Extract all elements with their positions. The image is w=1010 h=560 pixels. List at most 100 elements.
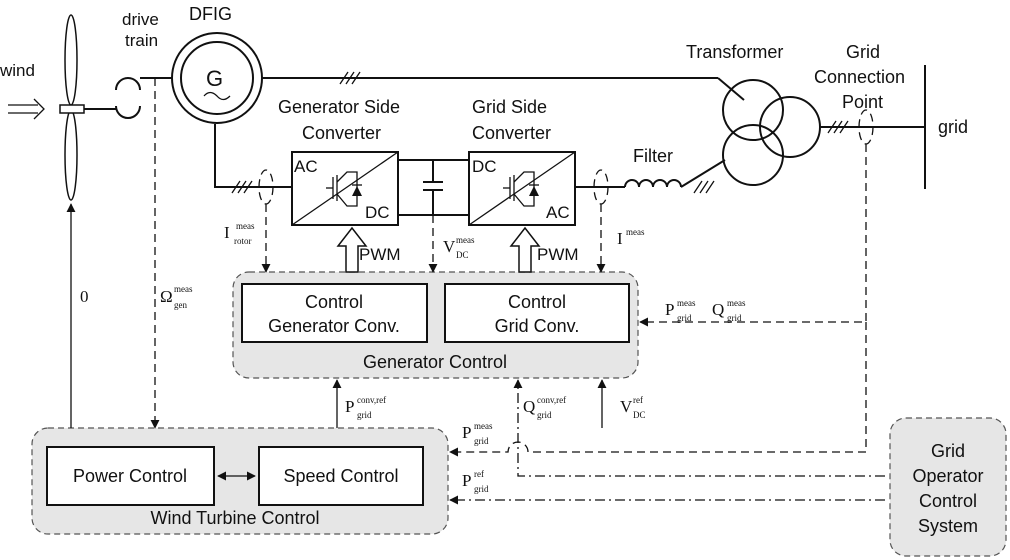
svg-text:meas: meas [236, 221, 255, 231]
pwm-arrow-left [336, 226, 368, 273]
three-phase-mark-rotor [231, 180, 253, 194]
pwm-arrow-right [509, 226, 541, 273]
power-control-label: Power Control [73, 466, 187, 486]
ac-sine-icon [203, 91, 231, 101]
svg-text:grid: grid [474, 436, 489, 446]
filter-to-transformer [680, 159, 726, 188]
gen-conv-diagonal [291, 151, 399, 226]
svg-text:I: I [617, 229, 623, 248]
svg-text:grid: grid [474, 484, 489, 494]
dc-capacitor-icon [423, 160, 443, 215]
q-conv-ref-line [513, 379, 885, 477]
p-grid-meas-low-label: P meas grid [462, 421, 493, 446]
v-dc-meas-label: V meas DC [443, 235, 475, 260]
grid-operator-label-3: Control [919, 491, 977, 511]
gen-side-conv-label-1: Generator Side [278, 97, 400, 117]
control-gen-conv-label-1: Control [305, 292, 363, 312]
svg-text:ref: ref [474, 469, 484, 479]
grid-pq-meas-line [639, 144, 867, 327]
svg-text:V: V [443, 237, 456, 256]
control-grid-conv-label-2: Grid Conv. [495, 316, 580, 336]
dfig-label: DFIG [189, 4, 232, 24]
p-grid-ref-label: P ref grid [462, 469, 489, 494]
three-phase-mark-stator [339, 71, 361, 85]
gen-conv-dc: DC [365, 203, 390, 222]
power-control-box [46, 446, 215, 506]
generator-control-label: Generator Control [363, 352, 507, 372]
rotor-line [214, 124, 292, 188]
drive-train-label-2: train [125, 31, 158, 50]
svg-text:ref: ref [633, 395, 643, 405]
grid-conn-label-1: Grid [846, 42, 880, 62]
transformer-label: Transformer [686, 42, 783, 62]
q-grid-meas-top-label: Q meas grid [712, 298, 746, 323]
igbt-icon [326, 171, 362, 207]
i-meas-label: I meas [617, 227, 645, 248]
igbt-icon [503, 171, 539, 207]
svg-text:grid: grid [357, 410, 372, 420]
pwm-label-right: PWM [537, 245, 579, 264]
svg-text:P: P [462, 423, 471, 442]
gen-conv-ac: AC [294, 157, 318, 176]
svg-text:DC: DC [633, 410, 646, 420]
svg-text:meas: meas [456, 235, 475, 245]
svg-text:grid: grid [677, 313, 692, 323]
grid-conv-diagonal [468, 151, 576, 226]
drive-train-label-1: drive [122, 10, 159, 29]
svg-text:meas: meas [727, 298, 746, 308]
wind-label: wind [0, 61, 35, 80]
grid-label: grid [938, 117, 968, 137]
three-phase-mark-grid [827, 120, 849, 134]
svg-text:DC: DC [456, 250, 469, 260]
grid-operator-group [889, 417, 1007, 557]
wind-arrow-icon [8, 98, 45, 120]
svg-text:P: P [665, 300, 674, 319]
i-rotor-meas-label: I meas rotor [224, 221, 255, 246]
grid-operator-label-2: Operator [912, 466, 983, 486]
svg-text:meas: meas [474, 421, 493, 431]
grid-conv-ac: AC [546, 203, 570, 222]
control-grid-conv-label-1: Control [508, 292, 566, 312]
control-gen-conv-label-2: Generator Conv. [268, 316, 400, 336]
grid-conn-label-2: Connection [814, 67, 905, 87]
pitch-zero-label: 0 [80, 287, 89, 306]
grid-conv-dc: DC [472, 157, 497, 176]
grid-operator-label-1: Grid [931, 441, 965, 461]
control-grid-conv-box [444, 283, 630, 343]
grid-p-meas-line [449, 322, 867, 457]
svg-text:I: I [224, 223, 230, 242]
svg-text:meas: meas [174, 284, 193, 294]
grid-conn-label-3: Point [842, 92, 883, 112]
svg-text:Q: Q [523, 397, 535, 416]
svg-text:meas: meas [626, 227, 645, 237]
svg-text:P: P [345, 397, 354, 416]
grid-operator-label-4: System [918, 516, 978, 536]
pwm-label-left: PWM [359, 245, 401, 264]
speed-control-label: Speed Control [283, 466, 398, 486]
control-generator-conv-box [241, 283, 428, 343]
svg-text:V: V [620, 397, 633, 416]
svg-text:Q: Q [712, 300, 724, 319]
svg-text:P: P [462, 471, 471, 490]
dfig-inner-circle [180, 41, 254, 115]
p-grid-conv-ref-label: P conv,ref grid [345, 395, 386, 420]
three-phase-mark-filter [693, 180, 715, 194]
omega-gen-meas-label: Ω meas gen [160, 284, 193, 310]
svg-text:grid: grid [537, 410, 552, 420]
v-dc-ref-label: V ref DC [620, 395, 646, 420]
svg-text:conv,ref: conv,ref [357, 395, 386, 405]
turbine-blades-icon [59, 14, 85, 201]
svg-text:meas: meas [677, 298, 696, 308]
filter-label: Filter [633, 146, 673, 166]
speed-control-box [258, 446, 424, 506]
p-grid-meas-top-label: P meas grid [665, 298, 696, 323]
wind-turbine-control-label: Wind Turbine Control [150, 508, 319, 528]
grid-side-conv-label-2: Converter [472, 123, 551, 143]
svg-text:Ω: Ω [160, 287, 173, 306]
svg-text:grid: grid [727, 313, 742, 323]
svg-text:rotor: rotor [234, 236, 252, 246]
grid-side-conv-label-1: Grid Side [472, 97, 547, 117]
filter-inductor-icon [624, 179, 682, 188]
